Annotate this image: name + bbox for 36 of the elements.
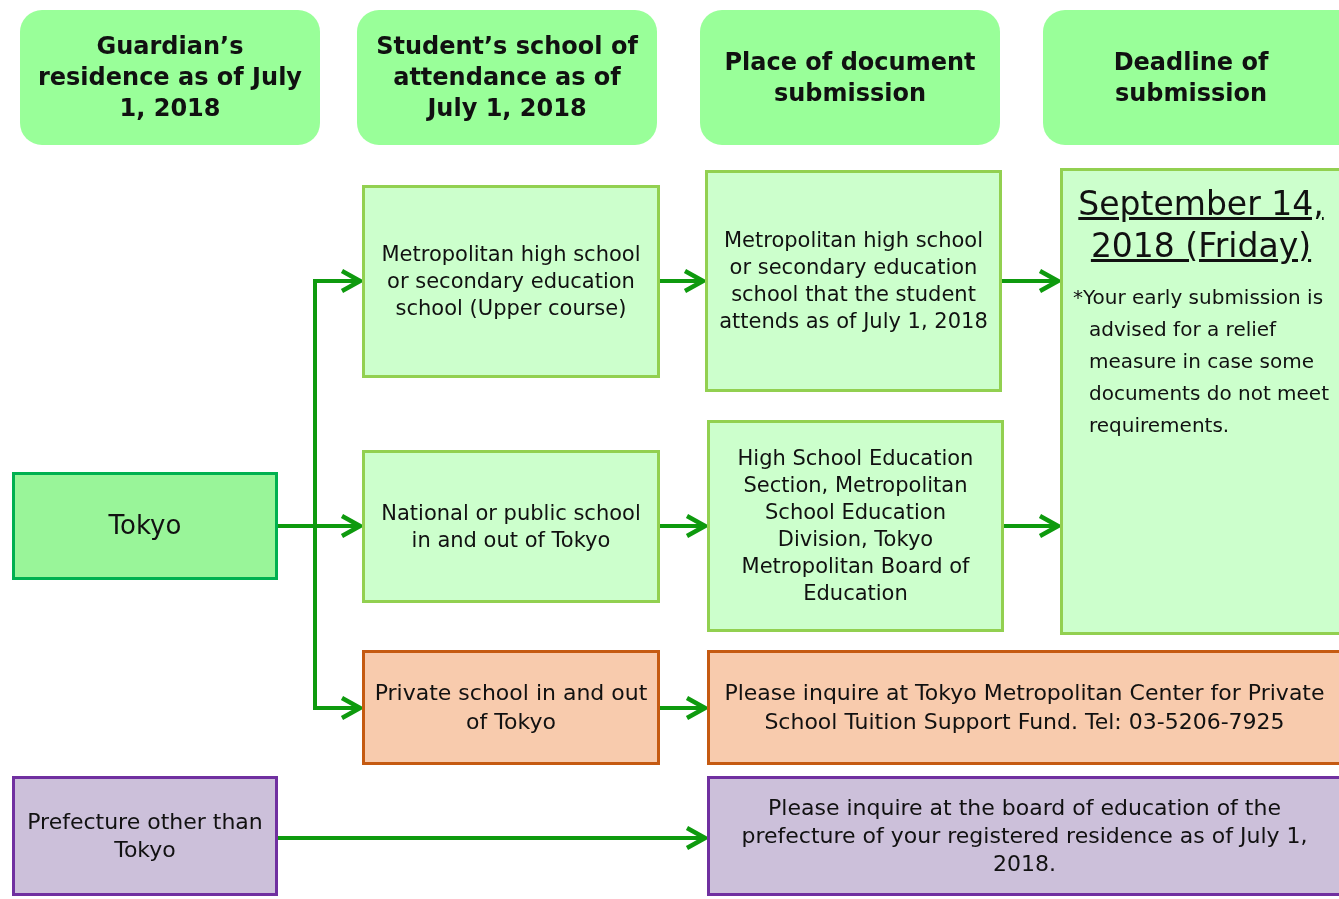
arrow <box>660 268 706 294</box>
box-text: Prefecture other than Tokyo <box>26 807 264 864</box>
process-box <box>705 170 1002 392</box>
deadline-date: September 14, 2018 (Friday) <box>1077 183 1325 268</box>
note-text: *Your early submission is advised for a relief measure in case some documents do not meet requirements. <box>1072 284 1331 440</box>
box-text: Metropolitan high school or secondary education school that the student attends as of July 1, 2018 <box>718 227 989 335</box>
box-text: Please inquire at Tokyo Metropolitan Center for Private School Tuition Support Fund. Tel: 03-5206-7925 <box>723 679 1326 736</box>
arrow <box>660 695 708 721</box>
deadline-box <box>1060 168 1339 635</box>
header-text: Deadline of submission <box>1112 46 1270 109</box>
process-box <box>362 450 660 603</box>
box-text: Private school in and out of Tokyo <box>373 679 649 736</box>
arrow <box>278 524 363 721</box>
process-box <box>707 420 1004 632</box>
info-box <box>707 776 1339 896</box>
box-text: National or public school in and out of Tokyo <box>380 499 642 554</box>
header-text: Place of document submission <box>723 46 977 109</box>
header-box <box>20 10 320 145</box>
arrow <box>1004 513 1061 539</box>
arrow <box>1002 268 1061 294</box>
info-box <box>707 650 1339 765</box>
header-box <box>357 10 657 145</box>
box-text: High School Education Section, Metropolitan School Education Division, Tokyo Metropolitan Board of Education <box>736 445 975 607</box>
process-box <box>362 650 660 765</box>
header-text: Guardian’s residence as of July 1, 2018 <box>36 31 303 124</box>
box-text: Please inquire at the board of education of the prefecture of your registered residence as of July 1, 2018. <box>740 793 1309 879</box>
header-box <box>1043 10 1339 145</box>
box-text: Metropolitan high school or secondary education school (Upper course) <box>380 241 642 322</box>
arrow <box>278 825 708 851</box>
start-box <box>12 472 278 580</box>
header-text: Student’s school of attendance as of July 1, 2018 <box>375 31 640 124</box>
box-text: Tokyo <box>108 509 182 543</box>
header-box <box>700 10 1000 145</box>
start-box <box>12 776 278 896</box>
arrow <box>660 513 708 539</box>
process-box <box>362 185 660 378</box>
